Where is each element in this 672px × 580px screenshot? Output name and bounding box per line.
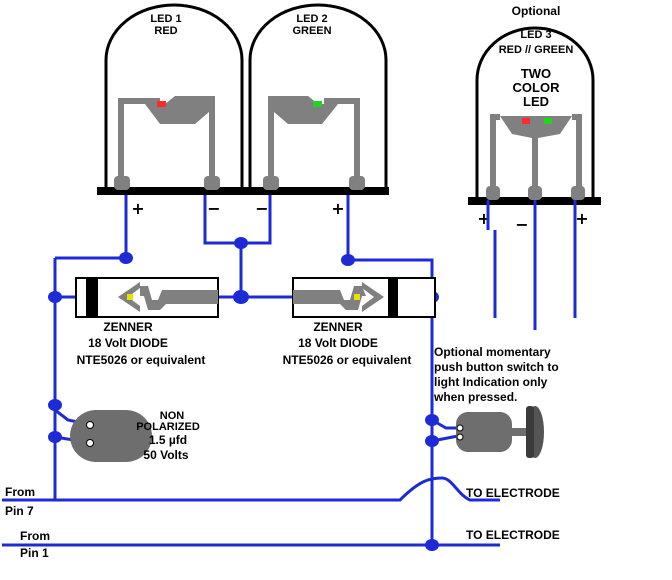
pin1-from: From xyxy=(20,529,50,543)
diode-left-line3: NTE5026 or equivalent xyxy=(77,353,206,367)
pin7-to-electrode: TO ELECTRODE xyxy=(466,486,560,500)
led2-plus: + xyxy=(331,199,344,218)
led1-red-chip xyxy=(157,101,166,107)
junction-dot xyxy=(48,399,62,411)
wire-pin7 xyxy=(2,476,500,502)
capacitor-line3: 1.5 µfd xyxy=(149,433,187,447)
pin7-label: Pin 7 xyxy=(5,504,34,518)
junction-dot xyxy=(234,237,248,249)
led1-base xyxy=(97,187,245,195)
led3-foot-center xyxy=(528,186,542,200)
switch-shaft xyxy=(510,428,528,436)
diode-right-line2: 18 Volt DIODE xyxy=(298,336,378,350)
junction-dot xyxy=(425,414,439,426)
junctions xyxy=(48,237,439,551)
capacitor-lead-top xyxy=(86,421,94,429)
zener-diode-right: ZENNER 18 Volt DIODE NTE5026 or equivale… xyxy=(283,277,436,367)
diode-electrode-right xyxy=(362,282,384,312)
io-labels: From Pin 7 TO ELECTRODE From Pin 1 TO EL… xyxy=(5,485,560,560)
diode-electrode-left xyxy=(118,282,140,312)
led3-optional-label: Optional xyxy=(512,4,561,18)
led2-green-chip xyxy=(313,101,322,107)
diode-band xyxy=(86,279,98,316)
diode-right-line3: NTE5026 or equivalent xyxy=(283,353,412,367)
led1-lead-foot-left xyxy=(114,176,130,190)
led3-red-chip xyxy=(522,118,530,124)
led2-minus: − xyxy=(255,199,268,218)
led3-foot-right xyxy=(571,186,585,200)
wire-right-rail xyxy=(346,195,434,545)
led1-cathode-cup xyxy=(145,96,215,180)
led3-minus: − xyxy=(515,215,528,234)
led2-color: GREEN xyxy=(292,25,331,37)
led1-minus: − xyxy=(207,199,220,218)
led2-dome xyxy=(248,3,388,190)
led3-lead-right xyxy=(572,114,582,190)
capacitor-lead-bottom xyxy=(86,439,94,447)
led2-title: LED 2 xyxy=(296,13,327,25)
push-button-switch: Optional momentary push button switch to… xyxy=(433,345,559,458)
junction-dot xyxy=(48,431,62,443)
capacitor-body xyxy=(70,410,152,462)
capacitor-line2: POLARIZED xyxy=(136,421,200,433)
switch-body xyxy=(456,412,512,452)
led3-desc-1: TWO xyxy=(521,66,551,81)
pin1-label: Pin 1 xyxy=(20,546,49,560)
zener-diode-left: ZENNER 18 Volt DIODE NTE5026 or equivale… xyxy=(75,277,219,367)
diode-left-line2: 18 Volt DIODE xyxy=(88,336,168,350)
junction-dot xyxy=(48,291,62,303)
switch-terminal-top xyxy=(456,424,464,432)
led2-base xyxy=(241,187,389,195)
junction-dot xyxy=(119,252,133,264)
led3-color: RED // GREEN xyxy=(499,44,574,56)
diode-right-line1: ZENNER xyxy=(313,320,363,334)
capacitor: NON POLARIZED 1.5 µfd 50 Volts xyxy=(70,410,200,462)
junction-dot xyxy=(425,435,439,447)
switch-terminal-bottom xyxy=(456,433,464,441)
switch-note-1: Optional momentary xyxy=(434,345,551,359)
led3-center-cup xyxy=(500,116,572,190)
led3-dome xyxy=(475,26,595,200)
capacitor-line1: NON xyxy=(160,410,185,422)
diode-band xyxy=(388,279,398,316)
switch-note-4: when pressed. xyxy=(433,390,517,404)
capacitor-line4: 50 Volts xyxy=(143,448,188,462)
led2-lead-foot-right xyxy=(349,176,365,190)
led1-plus: + xyxy=(131,199,144,218)
diode-electrode-right xyxy=(140,286,218,310)
led3-lead-left xyxy=(490,114,500,190)
junction-dot xyxy=(425,539,439,551)
led3-green-chip xyxy=(544,118,552,124)
led1: LED 1 RED + − xyxy=(97,3,245,218)
led3: Optional LED 3 RED // GREEN TWO COLOR LE… xyxy=(468,4,601,234)
switch-note-3: light Indication only xyxy=(434,375,548,389)
led2-cathode-cup xyxy=(268,96,338,180)
led2-anode-lead xyxy=(324,98,360,180)
diode-marker xyxy=(354,294,360,300)
diode-marker xyxy=(127,294,133,300)
junction-dot xyxy=(233,290,249,304)
switch-note-2: push button switch to xyxy=(434,360,559,374)
led3-desc-2: COLOR xyxy=(513,80,561,95)
pin1-to-electrode: TO ELECTRODE xyxy=(466,528,560,542)
led1-color: RED xyxy=(154,25,177,37)
diode-electrode-left xyxy=(293,286,366,310)
led3-plus-right: + xyxy=(575,209,588,228)
led2-lead-foot-left xyxy=(263,176,279,190)
led3-title: LED 3 xyxy=(520,29,551,41)
pin7-from: From xyxy=(5,485,35,499)
diode-left-line1: ZENNER xyxy=(103,320,153,334)
led1-title: LED 1 xyxy=(150,13,181,25)
led2: LED 2 GREEN − + xyxy=(241,3,389,218)
led1-anode-lead xyxy=(118,98,160,180)
led1-lead-foot-right xyxy=(204,176,220,190)
junction-dot xyxy=(341,254,355,266)
led3-foot-left xyxy=(486,186,500,200)
led3-desc-3: LED xyxy=(523,94,549,109)
switch-button-rim xyxy=(526,406,534,458)
